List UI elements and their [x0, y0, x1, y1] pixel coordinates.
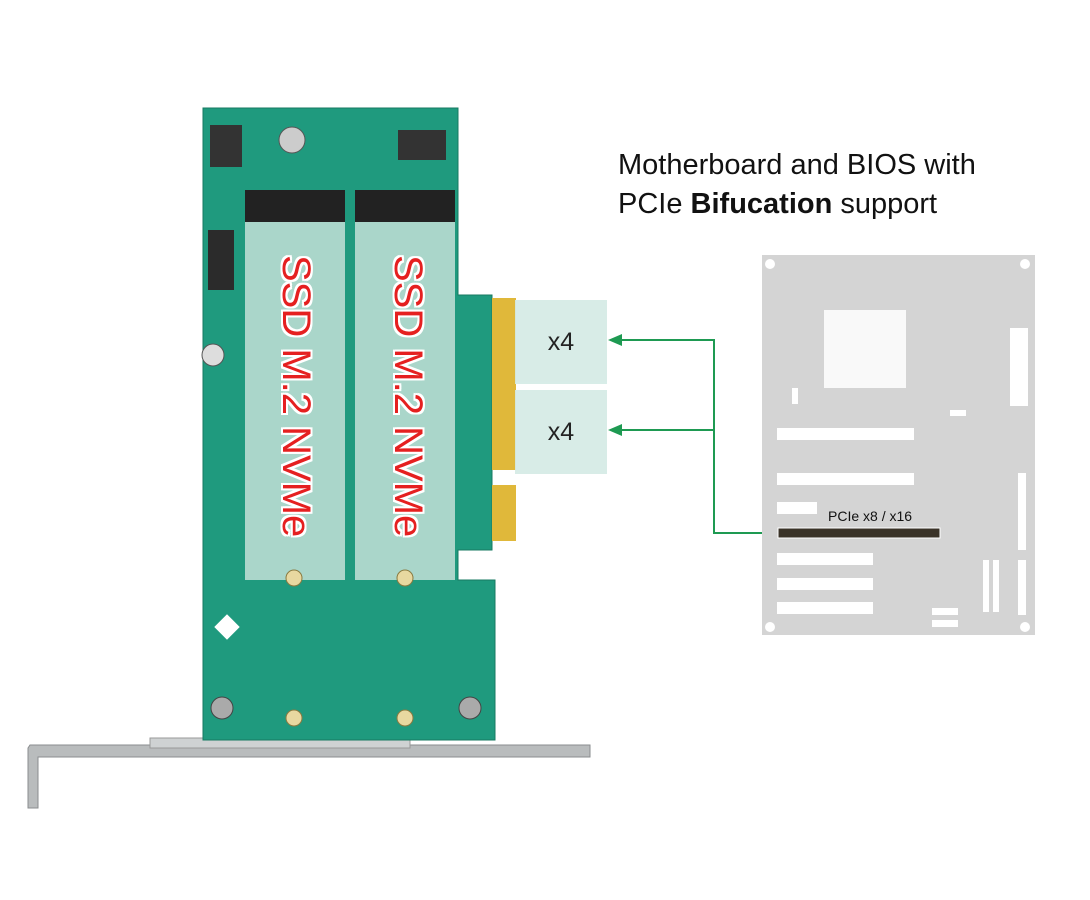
headline-line1: Motherboard and BIOS with: [618, 149, 976, 181]
motherboard: [762, 255, 1035, 635]
headline-line2: PCIe Bifucation support: [618, 185, 976, 224]
edge-connector-1: [492, 298, 516, 470]
headline-prefix: PCIe: [618, 188, 691, 220]
lane-box-2: x4: [515, 390, 607, 474]
edge-connector-2: [492, 485, 516, 541]
pcie-card: [201, 107, 516, 741]
lane-box-1: x4: [515, 300, 607, 384]
lane-label: x4: [547, 327, 575, 356]
ssd-label-1: SSD M.2 NVMe: [274, 255, 318, 538]
m2-slot-2: [355, 190, 455, 580]
pcie-x16-slot: [777, 527, 941, 539]
pci-bracket: [27, 737, 591, 809]
lane-label: x4: [547, 417, 575, 446]
inductor: [210, 125, 242, 167]
ssd-label-2: SSD M.2 NVMe: [386, 255, 430, 538]
m2-slot-1: [245, 190, 345, 580]
lane-arrows: [608, 334, 780, 534]
slot-label: PCIe x8 / x16: [828, 508, 913, 524]
headline-suffix: support: [832, 188, 938, 220]
headline: Motherboard and BIOS with PCIe Bifucatio…: [618, 146, 976, 224]
chip: [398, 130, 446, 160]
headline-bold: Bifucation: [690, 188, 833, 220]
capacitor: [278, 126, 306, 154]
